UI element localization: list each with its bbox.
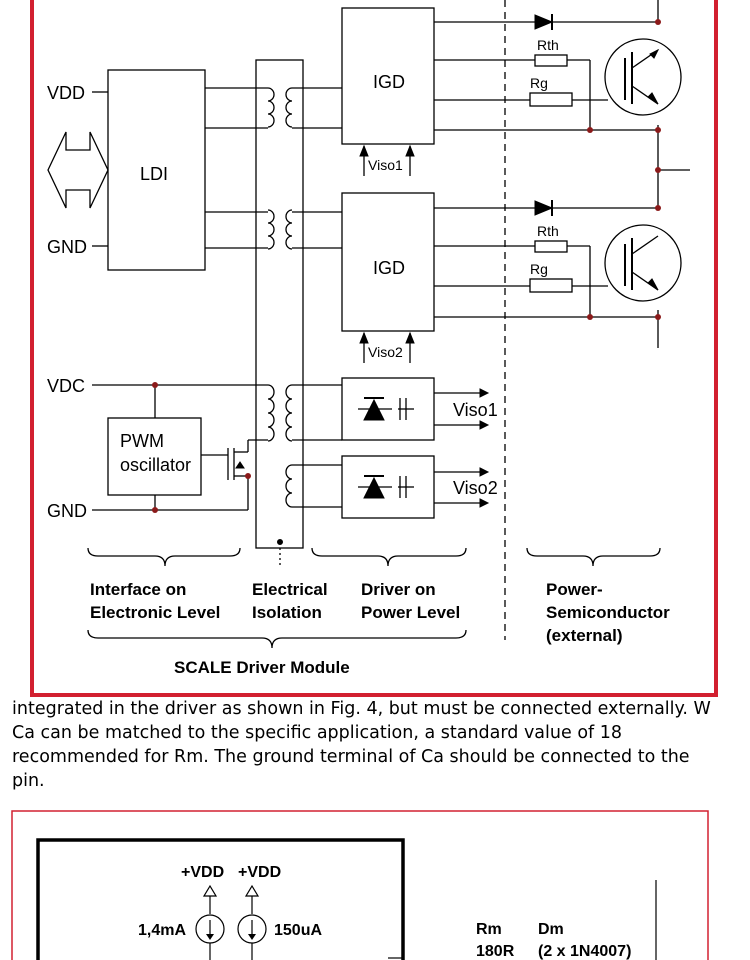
transformer-4 <box>285 464 293 508</box>
module-title: SCALE Driver Module <box>174 658 350 677</box>
body-line-2: Ca can be matched to the specific applic… <box>12 723 623 743</box>
rm-label: Rm <box>476 921 502 938</box>
igbt-top-icon <box>604 38 682 116</box>
scale-driver-block-diagram: VDD GND VDC GND LDI IGD IGD PWM oscillat… <box>30 0 718 697</box>
viso1-input-label: Viso1 <box>368 157 403 173</box>
label-vdd: VDD <box>47 83 85 103</box>
ldi-label: LDI <box>140 164 168 184</box>
igd-bottom-block <box>341 192 435 332</box>
junction-dots <box>152 19 661 513</box>
brace-power <box>526 547 661 567</box>
rth-top-label: Rth <box>537 37 559 53</box>
brace-module <box>87 629 467 649</box>
figure-frame <box>30 0 718 697</box>
viso2-output-label: Viso2 <box>453 478 498 498</box>
transformer-2 <box>267 209 293 250</box>
viso2-input-label: Viso2 <box>368 344 403 360</box>
label-vdc: VDC <box>47 376 85 396</box>
transformer-3 <box>267 384 293 442</box>
section-power-1: Power- <box>546 580 603 599</box>
igbt-bottom-icon <box>604 224 682 302</box>
rg-bottom-label: Rg <box>530 261 548 277</box>
label-gnd: GND <box>47 237 87 257</box>
pwm-label-1: PWM <box>120 431 164 451</box>
transformer-1 <box>267 87 293 128</box>
body-line-1: integrated in the driver as shown in Fig… <box>12 699 711 719</box>
measurement-circuit-diagram: +VDD +VDD 1,4mA 150uA Rm 180R Dm (2 x 1N… <box>11 810 709 960</box>
pwm-oscillator-block <box>107 417 202 496</box>
ldi-block <box>107 69 206 271</box>
section-power-3: (external) <box>546 626 623 645</box>
rg-top-label: Rg <box>530 75 548 91</box>
section-isolation-1: Electrical <box>252 580 328 599</box>
body-line-3: recommended for Rm. The ground terminal … <box>12 747 690 767</box>
igd-bottom-label: IGD <box>373 258 405 278</box>
section-power-2: Semiconductor <box>546 603 670 622</box>
section-driver-2: Power Level <box>361 603 460 622</box>
igd-top-label: IGD <box>373 72 405 92</box>
figure2-frame <box>11 810 709 960</box>
section-interface-2: Electronic Level <box>90 603 220 622</box>
section-interface-1: Interface on <box>90 580 186 599</box>
dm-value: (2 x 1N4007) <box>538 943 631 960</box>
body-line-4: pin. <box>12 771 45 791</box>
current-label-1: 1,4mA <box>138 922 186 939</box>
isolation-barrier <box>255 59 304 549</box>
rth-bottom-label: Rth <box>537 223 559 239</box>
igd-top-block <box>341 7 435 145</box>
label-gnd-2: GND <box>47 501 87 521</box>
bidirectional-arrow-icon <box>47 131 109 209</box>
dm-label: Dm <box>538 921 564 938</box>
rm-value: 180R <box>476 943 515 960</box>
brace-interface <box>87 547 241 567</box>
section-isolation-2: Isolation <box>252 603 322 622</box>
brace-driver <box>311 547 467 567</box>
section-driver-1: Driver on <box>361 580 436 599</box>
viso1-output-label: Viso1 <box>453 400 498 420</box>
vdd-label-2: +VDD <box>238 864 281 881</box>
current-label-2: 150uA <box>274 922 322 939</box>
pwm-label-2: oscillator <box>120 455 191 475</box>
vdd-label-1: +VDD <box>181 864 224 881</box>
body-paragraph: integrated in the driver as shown in Fig… <box>12 697 750 793</box>
